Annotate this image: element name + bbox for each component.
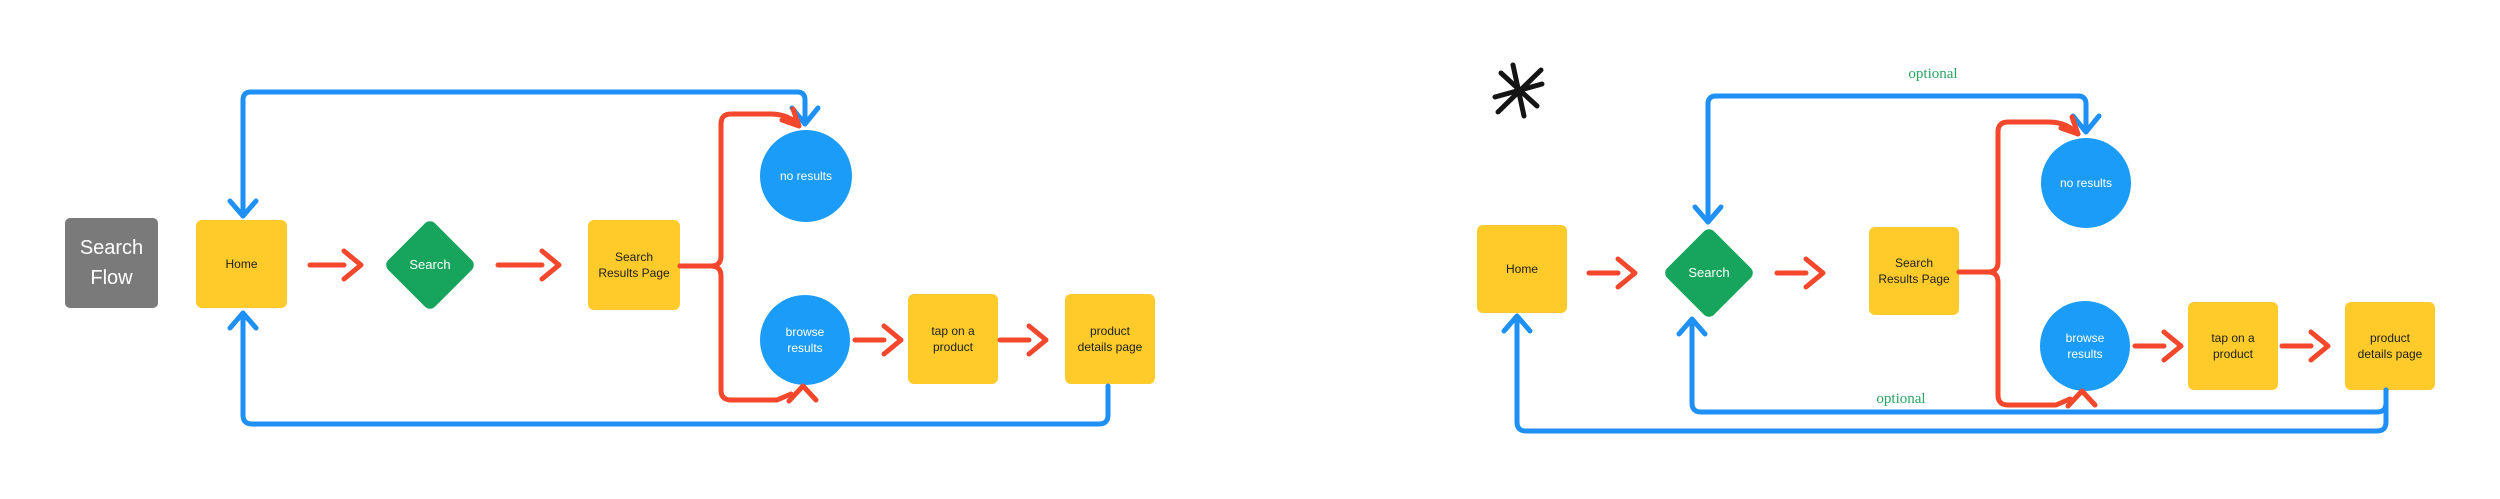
connector-left-tap-details[interactable]	[997, 323, 1049, 357]
connector-right-details-search[interactable]	[1676, 316, 2389, 415]
connector-right-browse-tap[interactable]	[2132, 329, 2184, 363]
arrowhead-into-noresults	[779, 106, 802, 129]
node-label: Search Results Page	[598, 249, 670, 280]
right-node-product-details-page[interactable]: product details page	[2345, 302, 2435, 390]
annotation-text: optional	[1908, 66, 1958, 82]
doodle-stroke	[1510, 62, 1527, 119]
right-node-tap-on-a-product[interactable]: tap on a product	[2188, 302, 2278, 390]
connector-left-browse-tap[interactable]	[852, 323, 904, 357]
optional-label-top[interactable]: optional	[1883, 66, 1983, 83]
asterisk-doodle-icon[interactable]	[1492, 62, 1545, 119]
right-node-search-results-page[interactable]: Search Results Page	[1869, 227, 1959, 315]
arrowhead	[2161, 329, 2184, 363]
connector-left-home-search[interactable]	[307, 248, 364, 282]
left-node-search-results-page[interactable]: Search Results Page	[588, 220, 680, 310]
node-label: product details page	[1077, 323, 1143, 354]
node-label: Home	[225, 256, 258, 271]
connector-left-noresults-home[interactable]	[227, 89, 821, 219]
left-node-no-results[interactable]: no results	[760, 130, 852, 222]
arrowhead-into-home-bottom	[227, 310, 259, 331]
arrowhead-into-noresults-top	[789, 105, 821, 127]
right-node-no-results[interactable]: no results	[2041, 138, 2131, 228]
left-node-home[interactable]: Home	[196, 220, 287, 308]
node-label: tap on a product	[931, 323, 975, 354]
node-label: Home	[1505, 261, 1538, 276]
arrowhead	[539, 248, 562, 282]
arrowhead-into-browse	[2065, 388, 2098, 409]
right-node-search[interactable]: Search	[1662, 226, 1756, 320]
right-node-home[interactable]: Home	[1477, 225, 1567, 313]
arrowhead	[1615, 256, 1638, 290]
annotation-text: optional	[1876, 391, 1926, 407]
arrowhead-into-search-top	[1692, 204, 1724, 225]
arrowhead-into-noresults	[2058, 114, 2081, 137]
arrowhead-into-home-bottom	[1501, 313, 1533, 334]
left-node-product-details-page[interactable]: product details page	[1065, 294, 1155, 384]
arrowhead	[1026, 323, 1049, 357]
node-label: Search	[1688, 265, 1730, 281]
node-label: tap on a product	[2211, 330, 2255, 361]
arrowhead-into-search-bottom	[1676, 316, 1708, 337]
left-node-tap-on-a-product[interactable]: tap on a product	[908, 294, 998, 384]
node-label: no results	[779, 168, 833, 183]
node-label: product details page	[2357, 330, 2423, 361]
node-label: Search	[409, 257, 451, 273]
connector-left-search-results[interactable]	[495, 248, 562, 282]
arrowhead-into-home-top	[227, 198, 259, 219]
optional-label-bottom[interactable]: optional	[1851, 391, 1951, 408]
left-diagram-title-label: Search Flow	[79, 237, 144, 289]
arrowhead	[2308, 329, 2331, 363]
right-node-browse-results[interactable]: browse results	[2040, 301, 2130, 391]
connector-line	[1689, 317, 2389, 415]
node-label: no results	[2059, 175, 2113, 190]
doodle-stroke	[1492, 81, 1545, 100]
arrowhead	[1803, 256, 1826, 290]
connector-right-home-search[interactable]	[1586, 256, 1638, 290]
arrowhead	[341, 248, 364, 282]
arrowhead-into-noresults-top	[2070, 113, 2102, 135]
connector-line	[1705, 93, 2089, 225]
node-label: browse results	[785, 324, 825, 355]
connector-right-tap-details[interactable]	[2279, 329, 2331, 363]
node-label: Search Results Page	[1878, 255, 1950, 286]
doodle-stroke	[1498, 70, 1540, 109]
left-node-search[interactable]: Search	[383, 218, 477, 312]
arrowhead	[881, 323, 904, 357]
node-label: browse results	[2065, 330, 2105, 361]
left-diagram-title[interactable]: Search Flow	[65, 218, 158, 308]
doodle-stroke	[1495, 67, 1544, 115]
arrowhead-into-browse	[786, 383, 819, 404]
connector-right-search-results[interactable]	[1774, 256, 1826, 290]
connector-line	[240, 89, 808, 219]
connector-right-noresults-search[interactable]	[1692, 93, 2102, 225]
left-node-browse-results[interactable]: browse results	[760, 295, 850, 385]
